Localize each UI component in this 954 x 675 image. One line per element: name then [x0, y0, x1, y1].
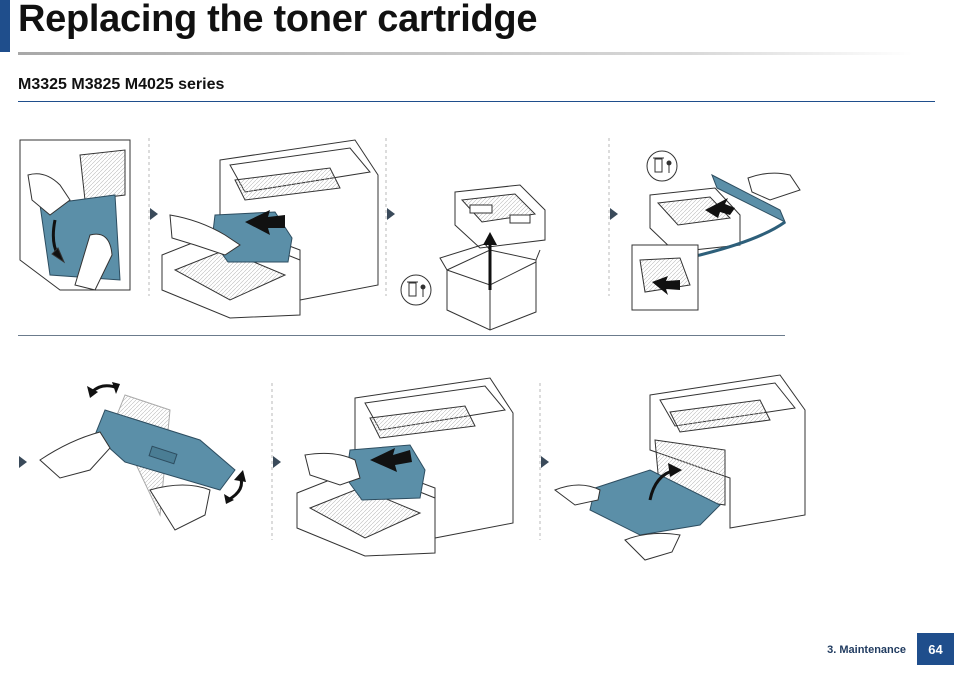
step-pull-out-toner [161, 139, 379, 319]
step-row-divider [18, 335, 785, 336]
step-open-front-cover [19, 139, 131, 291]
title-accent-bar [0, 0, 10, 52]
section-heading: M3325 M3825 M4025 series [18, 76, 225, 93]
recycle-disposal-icon [646, 150, 678, 182]
step-close-front-cover [553, 374, 806, 561]
recycle-disposal-icon [400, 274, 432, 306]
page-number-badge: 64 [917, 633, 954, 665]
step-dispose-old-toner [400, 184, 546, 331]
section-divider [18, 101, 935, 102]
page-title: Replacing the toner cartridge [18, 0, 538, 40]
step-insert-new-toner [296, 377, 514, 557]
arrow-right-icon [19, 208, 618, 468]
title-divider [18, 52, 913, 55]
footer-chapter: 3. Maintenance [827, 644, 906, 656]
step-unpack-new-toner [631, 150, 801, 311]
step-shake-new-toner [39, 382, 246, 531]
page-number: 64 [928, 641, 943, 657]
procedure-illustrations [19, 138, 806, 561]
